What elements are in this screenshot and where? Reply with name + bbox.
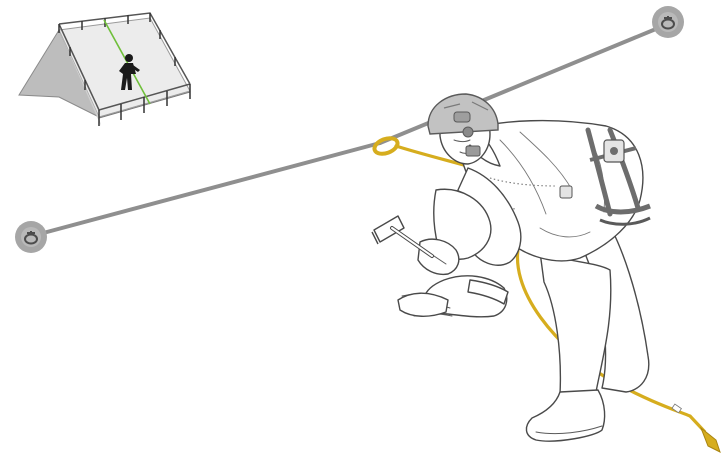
inset-lifeline (103, 19, 151, 105)
inset-worker-icon (119, 54, 140, 90)
worker-figure (397, 93, 651, 442)
anchor-icon (652, 6, 684, 38)
roof-inset-icon (18, 12, 191, 126)
harness (559, 127, 651, 226)
hammer-icon (371, 215, 434, 258)
helmet (427, 93, 499, 138)
anchor-icon (15, 221, 47, 253)
